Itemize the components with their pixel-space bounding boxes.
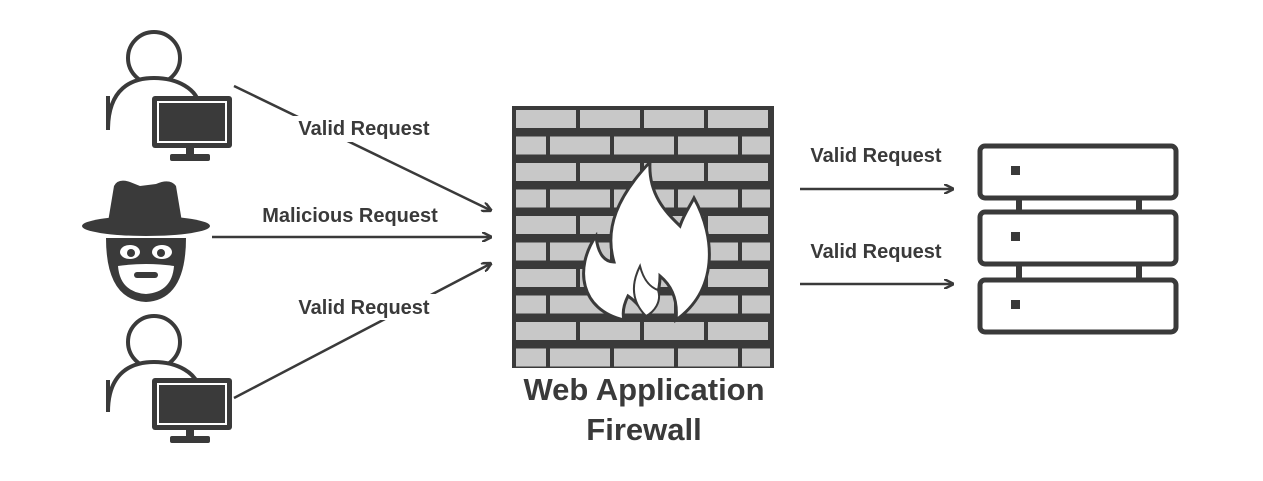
- attacker-spy-icon: [82, 180, 210, 302]
- brick: [614, 348, 674, 367]
- brick: [742, 295, 770, 314]
- brick: [516, 295, 546, 314]
- brick: [742, 189, 770, 208]
- brick: [742, 136, 770, 155]
- edge-user-bottom-arrow: [233, 264, 490, 400]
- brick: [550, 348, 610, 367]
- brick: [708, 163, 768, 181]
- brick: [644, 163, 704, 181]
- brick: [708, 110, 768, 128]
- brick: [516, 189, 546, 208]
- edge-label-attacker: Malicious Request: [262, 205, 438, 227]
- brick: [742, 348, 770, 367]
- brick: [614, 136, 674, 155]
- brick: [516, 348, 546, 367]
- brick: [644, 110, 704, 128]
- brick: [516, 269, 576, 287]
- brick: [516, 322, 576, 340]
- edge-label-user-bottom: Valid Request: [298, 297, 429, 319]
- brick: [644, 322, 704, 340]
- brick: [516, 110, 576, 128]
- brick: [708, 322, 768, 340]
- brick: [580, 110, 640, 128]
- brick: [516, 136, 546, 155]
- brick: [516, 163, 576, 181]
- firewall-brick-wall-icon: [512, 106, 774, 368]
- brick: [550, 136, 610, 155]
- edge-user-top-arrow: [233, 84, 490, 210]
- brick: [580, 322, 640, 340]
- user-bottom-icon: [106, 314, 232, 443]
- brick: [708, 269, 768, 287]
- brick: [580, 163, 640, 181]
- edge-label-server-bottom: Valid Request: [810, 241, 941, 263]
- server-stack-icon: [977, 143, 1179, 335]
- brick: [516, 216, 576, 234]
- firewall-title-line1: Web Application: [523, 372, 764, 407]
- edge-label-user-top: Valid Request: [298, 118, 429, 140]
- brick: [678, 136, 738, 155]
- brick: [678, 189, 738, 208]
- user-top-icon: [106, 30, 232, 161]
- brick: [742, 242, 770, 261]
- brick: [516, 242, 546, 261]
- firewall-title-line2: Firewall: [586, 412, 701, 447]
- brick: [550, 189, 610, 208]
- brick: [708, 216, 768, 234]
- edge-label-server-top: Valid Request: [810, 145, 941, 167]
- brick: [678, 348, 738, 367]
